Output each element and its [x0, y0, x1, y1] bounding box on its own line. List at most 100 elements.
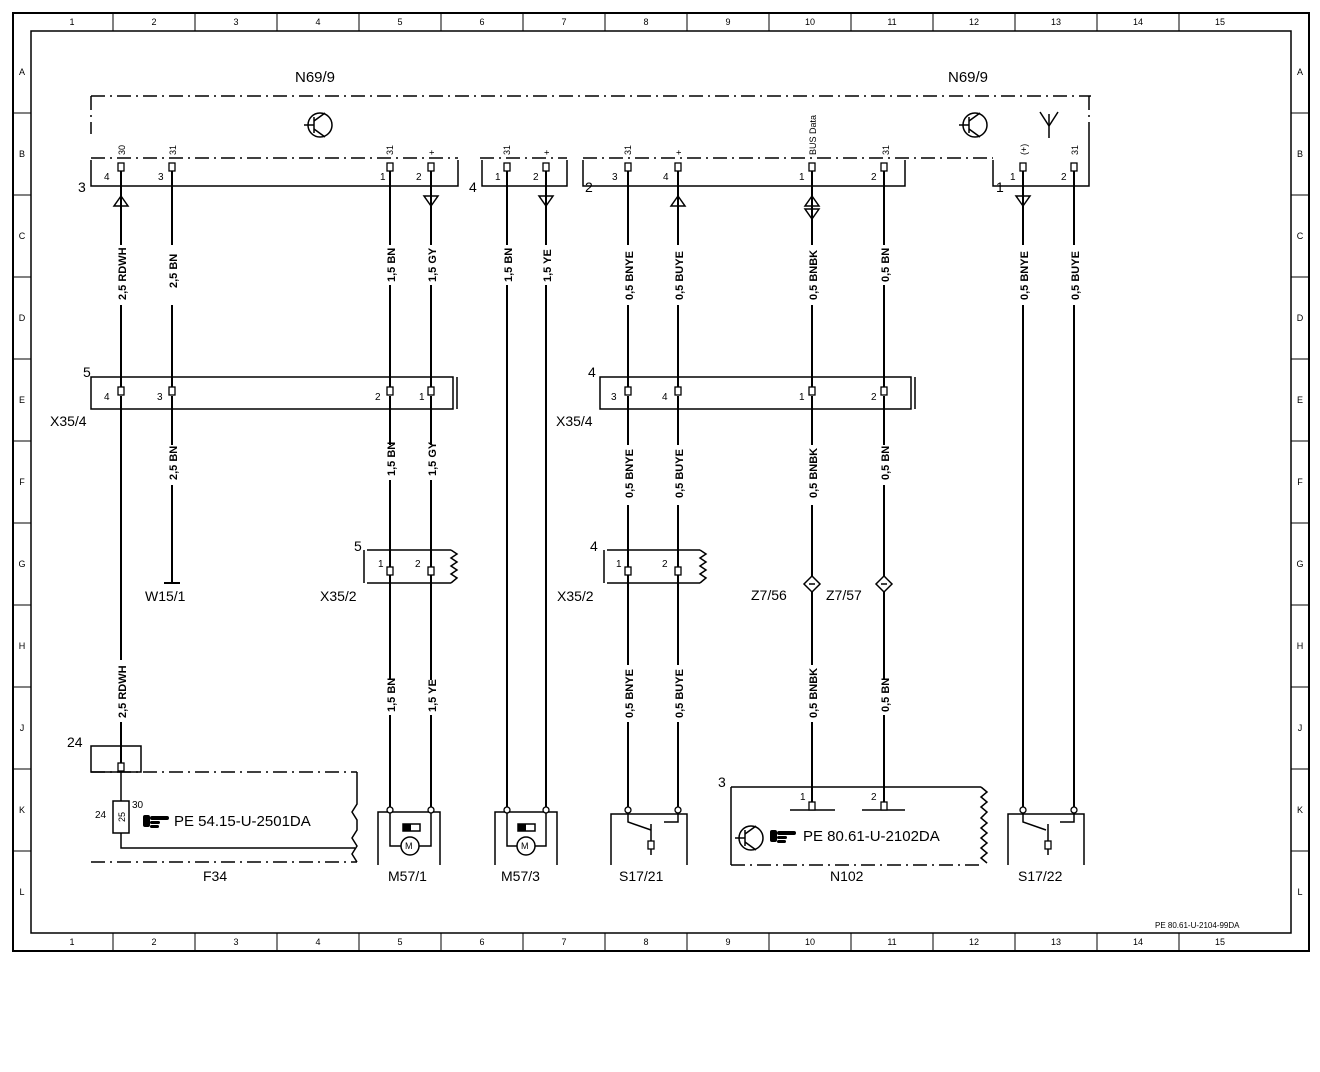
grid-col-label: 13 [1051, 17, 1061, 27]
module-page-ref[interactable]: PE 80.61-U-2102DA [803, 828, 940, 845]
grid-col-label: 4 [315, 937, 320, 947]
pin-number: 2 [375, 392, 381, 403]
wire-label: 2,5 BN [168, 446, 180, 480]
x35-4-connector [599, 376, 916, 410]
switch-box [610, 812, 688, 865]
grid-row-label: D [1297, 313, 1304, 323]
pin-signal: 31 [502, 145, 512, 155]
connector-group-num: 5 [354, 538, 362, 554]
pin-signal: + [674, 150, 684, 155]
pin-number: 3 [611, 392, 617, 403]
pointing-hand-icon[interactable] [770, 830, 796, 843]
wire-label: 0,5 BN [880, 446, 892, 480]
transistor-icon [959, 112, 988, 138]
switch-label: S17/21 [619, 868, 664, 884]
grid-row-label: F [19, 477, 25, 487]
wire-label: 0,5 BUYE [674, 449, 686, 498]
splice-icon [874, 574, 894, 594]
grid-col-label: 6 [479, 17, 484, 27]
motor-indicator [403, 824, 411, 831]
grid-row-label: C [19, 231, 26, 241]
pin-number: 2 [662, 559, 668, 570]
grid-row-labels-right: A B C D E F G H J K L [1296, 67, 1303, 897]
connector-group-num: 5 [83, 364, 91, 380]
pin-number: 2 [871, 172, 877, 183]
wire-label: 0,5 BN [880, 248, 892, 282]
wire-label: 0,5 BNBK [808, 668, 820, 718]
wire-labels-upper: 2,5 RDWH 2,5 BN 1,5 BN 1,5 GY 1,5 BN 1,5… [117, 247, 1082, 300]
transistor-icon [735, 825, 764, 851]
grid-col-label: 15 [1215, 937, 1225, 947]
pin-number: 1 [799, 392, 805, 403]
connector-group-num: 3 [78, 179, 86, 195]
motor-terminals [386, 806, 435, 814]
grid-col-label: 6 [479, 937, 484, 947]
grid-row-label: J [20, 723, 25, 733]
switch-terminals [1019, 806, 1078, 850]
grid-col-label: 9 [725, 937, 730, 947]
pin-signal: + [427, 150, 437, 155]
motor-terminals [503, 806, 550, 814]
grid-row-label: G [1296, 559, 1303, 569]
grid-col-label: 8 [643, 937, 648, 947]
pin-number: 1 [419, 392, 425, 403]
module-label: N102 [830, 868, 864, 884]
switch-terminals [624, 806, 682, 850]
grid-row-label: J [1298, 723, 1303, 733]
x35-2-connector [603, 549, 708, 584]
pin-number: 2 [416, 172, 422, 183]
pin-number: 3 [612, 172, 618, 183]
pin-signal: 30 [117, 145, 127, 155]
wire-label: 1,5 GY [427, 247, 439, 282]
module-group-num: 3 [718, 774, 726, 790]
motor-label: M57/3 [501, 868, 540, 884]
pin-number: 4 [104, 172, 110, 183]
pin-number: 2 [871, 392, 877, 403]
grid-row-label: E [1297, 395, 1303, 405]
grid-col-label: 9 [725, 17, 730, 27]
grid-col-label: 1 [69, 937, 74, 947]
grid-col-label: 10 [805, 937, 815, 947]
grid-row-label: B [19, 149, 25, 159]
wire-label: 2,5 RDWH [117, 665, 129, 718]
connector-box [992, 134, 1090, 187]
grid-col-label: 5 [397, 937, 402, 947]
wire-label: 0,5 BNYE [624, 449, 636, 498]
connector-box [582, 160, 906, 187]
pin-signal: 31 [623, 145, 633, 155]
wire-label: 0,5 BN [880, 678, 892, 712]
pointing-hand-icon[interactable] [143, 815, 169, 828]
fuse-box [90, 745, 358, 863]
motor-box [494, 811, 558, 865]
grid-col-label: 15 [1215, 17, 1225, 27]
fuse-label: F34 [203, 868, 227, 884]
pin-number: 1 [800, 792, 806, 803]
unit-label: N69/9 [948, 69, 988, 86]
top-pin-numbers: 4 3 1 2 1 2 3 4 1 2 1 2 [104, 172, 1067, 183]
wire-label: 0,5 BUYE [674, 669, 686, 718]
pin-signal: 31 [1070, 145, 1080, 155]
wire-label: 1,5 BN [503, 248, 515, 282]
connector-group-num: 2 [585, 179, 593, 195]
wire-label: 0,5 BNYE [1019, 251, 1031, 300]
grid-col-label: 12 [969, 17, 979, 27]
pin-signal: BUS Data [808, 115, 818, 155]
grid-row-label: F [1297, 477, 1303, 487]
fuse-pin: 24 [95, 810, 107, 821]
wire-label: 1,5 BN [386, 248, 398, 282]
pin-number: 4 [662, 392, 668, 403]
pin-number: 2 [533, 172, 539, 183]
x35-2-label: X35/2 [320, 588, 357, 604]
wire-label: 0,5 BUYE [674, 251, 686, 300]
grid-row-label: C [1297, 231, 1304, 241]
pin-number: 1 [495, 172, 501, 183]
grid-col-label: 2 [151, 17, 156, 27]
grid-row-label: B [1297, 149, 1303, 159]
fuse-page-ref[interactable]: PE 54.15-U-2501DA [174, 813, 311, 830]
grid-col-label: 11 [887, 937, 896, 947]
wire-labels-middle: 2,5 BN 1,5 BN 1,5 GY 0,5 BNYE 0,5 BUYE 0… [168, 441, 892, 498]
pin-signal: + [542, 150, 552, 155]
frame [12, 12, 1310, 952]
grid-col-label: 7 [561, 17, 566, 27]
